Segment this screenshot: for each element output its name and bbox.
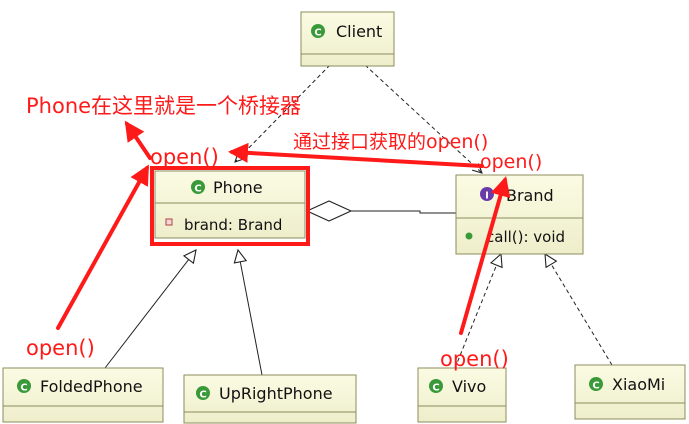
svg-text:C: C <box>314 28 321 39</box>
annotation-arrows <box>56 120 511 335</box>
svg-text:C: C <box>199 390 206 401</box>
arrow-note-to-open <box>124 120 152 160</box>
class-icon <box>17 379 31 393</box>
class-icon <box>311 24 325 38</box>
class-phone[interactable]: C Phone brand: Brand <box>150 166 310 246</box>
aggregation-phone-brand <box>351 210 456 214</box>
class-name: XiaoMi <box>612 375 665 394</box>
open-brand-label: open() <box>480 151 542 173</box>
realization-xiaomi-to-brand <box>545 254 613 366</box>
uml-connectors <box>104 64 613 376</box>
highlight-box <box>150 166 310 246</box>
interface-note: 通过接口获取的open() <box>293 131 488 153</box>
class-xiaomi[interactable]: C XiaoMi <box>574 364 686 420</box>
class-icon <box>589 377 603 391</box>
svg-text:C: C <box>20 383 27 394</box>
class-icon <box>196 386 210 400</box>
bridge-note: Phone在这里就是一个桥接器 <box>26 94 301 118</box>
open-folded-phone-label: open() <box>26 336 95 360</box>
phone-field: brand: Brand <box>184 216 282 234</box>
generalization-folded-to-phone <box>104 250 196 369</box>
class-icon <box>429 379 443 393</box>
open-phone-label: open() <box>150 145 219 169</box>
dependency-client-to-phone <box>235 64 331 162</box>
arrow-folded-to-phone-open <box>56 164 149 330</box>
class-folded-phone[interactable]: C FoldedPhone <box>2 367 164 423</box>
generalization-upright-to-phone <box>238 250 263 376</box>
arrow-brand-to-phone-open <box>228 142 484 168</box>
class-name: UpRightPhone <box>219 384 333 403</box>
brand-method: call(): void <box>486 228 565 246</box>
class-name: Client <box>336 22 382 41</box>
class-upright-phone[interactable]: C UpRightPhone <box>183 374 357 424</box>
arrow-vivo-to-brand-open <box>459 176 511 335</box>
private-field-icon <box>165 218 173 226</box>
class-client[interactable]: C Client <box>300 11 395 67</box>
svg-text:C: C <box>194 184 201 195</box>
class-name: FoldedPhone <box>40 377 143 396</box>
svg-text:C: C <box>592 381 599 392</box>
dependency-client-to-brand <box>364 64 482 173</box>
class-vivo[interactable]: C Vivo <box>417 367 507 423</box>
aggregation-diamond <box>305 200 353 222</box>
annotations: Phone在这里就是一个桥接器 通过接口获取的open() open() ope… <box>26 94 542 371</box>
interface-icon <box>480 187 494 201</box>
class-brand[interactable]: I Brand call(): void <box>455 174 584 255</box>
class-name: Phone <box>213 178 263 197</box>
class-name: Vivo <box>452 377 486 396</box>
svg-text:I: I <box>485 191 489 202</box>
public-method-icon <box>465 232 473 240</box>
svg-text:C: C <box>432 383 439 394</box>
open-vivo-label: open() <box>440 347 509 371</box>
class-icon <box>191 180 205 194</box>
class-name: Brand <box>506 186 554 205</box>
